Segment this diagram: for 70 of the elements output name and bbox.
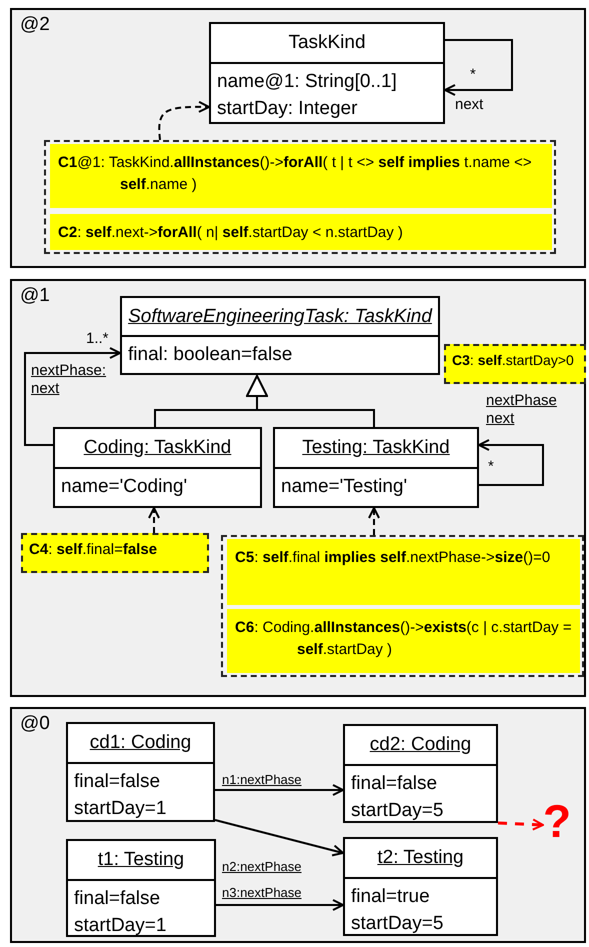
constraint-note <box>50 214 552 250</box>
association-arrow <box>478 439 544 486</box>
dependency-arrow <box>148 507 160 533</box>
class-box <box>66 722 215 822</box>
multiplicity-label: 1..* <box>86 330 109 348</box>
level-panel <box>10 8 586 268</box>
attribute-text: final=false <box>350 772 438 796</box>
class-name: Coding: TaskKind <box>84 437 232 459</box>
constraint-text: C6: Coding.allInstances()->exists(c | c.startDay = self.startDay ) <box>235 619 572 658</box>
class-box <box>343 724 498 823</box>
constraint-note <box>50 144 552 208</box>
dependency-arrow <box>158 100 210 140</box>
link-arrow <box>216 899 344 911</box>
level-panel <box>10 707 586 943</box>
attribute-text: final=false <box>73 887 162 911</box>
constraint-note <box>21 533 209 573</box>
class-name: Testing: TaskKind <box>302 437 450 459</box>
attribute-text: startDay=5 <box>350 799 444 823</box>
class-name: cd1: Coding <box>90 732 192 754</box>
constraint-group <box>221 535 584 677</box>
attribute-text: final=false <box>73 770 162 794</box>
attribute-text: name@1: String[0..1] <box>216 70 398 94</box>
edge-label: n1:nextPhase <box>222 771 302 789</box>
class-name: t2: Testing <box>377 847 464 869</box>
class-box <box>273 427 479 508</box>
constraint-text: C2: self.next->forAll( n| self.startDay < n.startDay ) <box>58 224 403 241</box>
attribute-text: startDay=1 <box>73 914 168 938</box>
constraint-text: C1@1: TaskKind.allInstances()->forAll( t | t <> self implies t.name <> self.name ) <box>58 154 532 193</box>
edge-label: n3:nextPhase <box>222 884 302 902</box>
edge-label: next <box>455 96 484 114</box>
constraint-text: C5: self.final implies self.nextPhase->size()=0 <box>235 549 550 566</box>
attribute-text: name='Testing' <box>280 475 408 499</box>
attribute-text: final: boolean=false <box>127 343 294 367</box>
class-box <box>66 839 216 937</box>
attribute-text: startDay=1 <box>73 797 168 821</box>
constraint-text: C3: self.startDay>0 <box>452 352 574 368</box>
class-box <box>209 22 445 124</box>
constraint-group <box>44 140 556 254</box>
edge-label: n2:nextPhase <box>222 858 302 876</box>
attribute-text: name='Coding' <box>60 475 188 499</box>
edge-label: nextPhase next <box>486 392 558 428</box>
dependency-arrow <box>368 507 380 535</box>
class-name: cd2: Coding <box>370 734 472 756</box>
class-box <box>343 837 498 936</box>
association-arrow <box>24 347 121 446</box>
class-box <box>120 296 440 375</box>
class-name: SoftwareEngineeringTask: TaskKind <box>128 306 432 328</box>
attribute-text: startDay: Integer <box>216 97 358 121</box>
level-label: @0 <box>20 713 50 735</box>
attribute-text: startDay=5 <box>350 912 444 936</box>
level-label: @1 <box>20 285 50 307</box>
constraint-note <box>227 609 580 673</box>
class-name: TaskKind <box>288 32 366 54</box>
multiplicity-label: * <box>488 458 494 476</box>
class-box <box>53 427 262 508</box>
question-mark: ? <box>543 798 579 848</box>
constraint-note <box>444 344 586 384</box>
constraint-note <box>227 539 580 605</box>
attribute-text: final=true <box>350 885 431 909</box>
generalization-arrow <box>246 375 375 427</box>
link-arrow <box>215 784 344 796</box>
level-label: @2 <box>20 14 50 36</box>
level-panel <box>10 279 586 697</box>
constraint-text: C4: self.final=false <box>29 541 158 558</box>
class-name: t1: Testing <box>98 849 184 871</box>
edge-label: nextPhase: next <box>31 362 108 398</box>
link-arrow <box>214 819 344 856</box>
dashed-arrow <box>498 818 544 831</box>
association-arrow <box>444 39 513 96</box>
multiplicity-label: * <box>470 66 476 84</box>
